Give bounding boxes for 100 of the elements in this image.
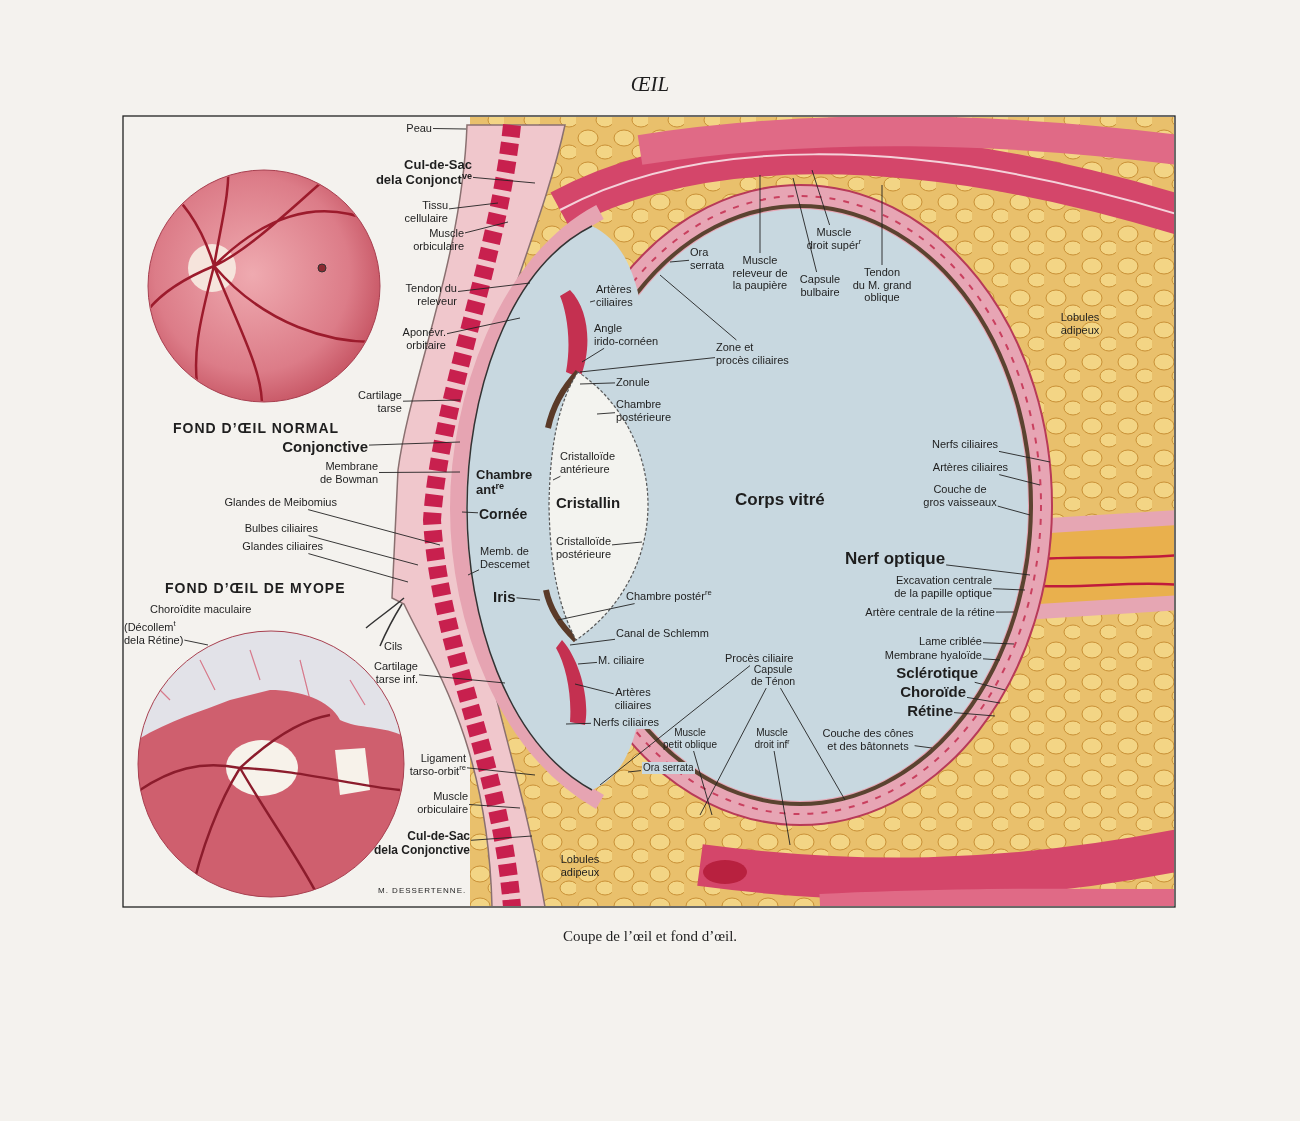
anatomy-label: Memb. de Descemet xyxy=(480,545,530,571)
anatomy-label: Capsule bulbaire xyxy=(799,273,841,299)
anatomy-label: Nerfs ciliaires xyxy=(592,716,660,729)
anatomy-label: Couche des cônes et des bâtonnets xyxy=(822,727,914,753)
anatomy-label: Membrane de Bowman xyxy=(319,460,378,486)
leader-line xyxy=(307,553,409,583)
leader-line xyxy=(974,681,1006,691)
anatomy-label: Cils xyxy=(384,640,403,653)
anatomy-label: Artères ciliaires xyxy=(932,461,1008,474)
anatomy-label: Ora serrata xyxy=(642,762,695,774)
anatomy-label: M. ciliaire xyxy=(598,654,645,667)
leader-line xyxy=(699,687,767,816)
anatomy-label: Chambre postérieure xyxy=(616,398,672,424)
figure-subheading: Choroïdite maculaire xyxy=(150,603,252,616)
anatomy-label: Couche de gros vaisseaux xyxy=(923,483,997,509)
anatomy-label: Bulbes ciliaires xyxy=(244,522,318,535)
leader-line xyxy=(669,259,690,263)
leader-line xyxy=(565,722,592,725)
anatomy-label: (Décollem$^{t}$ dela Rétine) xyxy=(124,621,184,647)
leader-line xyxy=(308,535,419,566)
leader-line xyxy=(448,202,499,210)
leader-line xyxy=(307,509,441,546)
leader-line xyxy=(516,597,541,601)
anatomy-label: Ora serrata xyxy=(690,246,725,272)
leader-line xyxy=(659,274,737,341)
leader-line xyxy=(982,658,1001,661)
anatomy-label: Iris xyxy=(493,588,516,606)
leader-line xyxy=(792,177,818,273)
leader-line xyxy=(557,603,636,621)
leader-line xyxy=(183,639,209,646)
anatomy-label: Artères ciliaires xyxy=(596,283,633,309)
leader-line xyxy=(589,300,596,303)
region-label: Chambre ant$^{re}$ xyxy=(476,468,533,498)
leader-line xyxy=(579,382,616,385)
anatomy-label: Muscle droit inf$^{r}$ xyxy=(754,727,790,750)
anatomy-label: Muscle orbiculaire xyxy=(417,790,468,816)
leader-line xyxy=(552,475,561,481)
anatomy-label: Tendon du releveur xyxy=(405,282,457,308)
region-label: Corps vitré xyxy=(735,490,825,510)
leader-line xyxy=(461,511,479,514)
leader-line xyxy=(467,569,480,576)
leader-line xyxy=(881,184,883,266)
anatomy-label: Angle irido-cornéen xyxy=(594,322,659,348)
anatomy-label: Muscle orbiculaire xyxy=(413,227,464,253)
leader-line xyxy=(693,750,713,816)
anatomy-label: Procès ciliaire xyxy=(725,652,794,665)
leader-line xyxy=(574,683,615,695)
anatomy-label: Sclérotique xyxy=(896,664,978,682)
anatomy-label: Artères ciliaires xyxy=(614,686,652,712)
anatomy-label: Cristalloïde postérieure xyxy=(556,535,612,561)
anatomy-label: Cul-de-Sac dela Conjonctive xyxy=(373,830,470,858)
leader-line xyxy=(945,564,1031,576)
leader-line xyxy=(982,642,1015,645)
anatomy-label: Muscle releveur de la paupière xyxy=(732,254,788,292)
leader-line xyxy=(457,282,531,292)
anatomy-label: Cartilage tarse xyxy=(357,389,402,415)
anatomy-label: Cartilage tarse inf. xyxy=(373,660,418,686)
anatomy-label: Tissu cellulaire xyxy=(404,199,448,225)
leader-line xyxy=(569,638,616,646)
leader-line xyxy=(472,176,536,184)
region-label: Lobules adipeux xyxy=(1060,311,1100,337)
figure-heading: FOND D’ŒIL DE MYOPE xyxy=(165,580,346,597)
anatomy-label: Glandes de Meibomius xyxy=(224,496,337,509)
leader-line xyxy=(997,505,1031,516)
leader-line xyxy=(466,767,536,776)
anatomy-label: Zonule xyxy=(616,376,650,389)
anatomy-label: Cristalloïde antérieure xyxy=(560,450,616,476)
anatomy-label: Nerf optique xyxy=(845,549,946,569)
leader-line xyxy=(759,174,761,254)
leader-line xyxy=(966,696,1001,704)
leader-line xyxy=(418,674,506,684)
leader-line xyxy=(470,835,533,841)
anatomy-label: Choroïde xyxy=(900,683,966,701)
leader-line xyxy=(611,541,643,546)
figure-heading: FOND D’ŒIL NORMAL xyxy=(173,420,340,437)
leader-line xyxy=(368,441,461,446)
page-title: ŒIL xyxy=(630,72,670,97)
anatomy-label: Excavation centrale de la papille optique xyxy=(894,574,992,600)
anatomy-label: Lame criblée xyxy=(919,635,982,648)
leader-line xyxy=(596,412,616,415)
leader-line xyxy=(577,661,598,665)
leader-line xyxy=(773,750,791,846)
anatomy-label: Rétine xyxy=(907,702,953,720)
anatomy-label: Zone et procès ciliaires xyxy=(716,341,789,367)
leader-line xyxy=(402,399,461,402)
leader-line xyxy=(468,804,521,809)
anatomy-label: Chambre postér$^{re}$ xyxy=(626,590,712,603)
figure-caption: Coupe de l’œil et fond d’œil. xyxy=(562,928,738,945)
leader-line xyxy=(953,712,996,717)
leader-line xyxy=(627,770,642,773)
anatomy-label: Cul-de-Sac dela Conjonct$^{ve}$ xyxy=(375,158,472,188)
leader-line xyxy=(780,687,846,801)
anatomy-label: Nerfs ciliaires xyxy=(932,438,998,451)
leader-line xyxy=(599,665,751,786)
anatomy-label: Artère centrale de la rétine xyxy=(865,606,995,619)
leader-line xyxy=(432,128,467,130)
anatomy-label: Tendon du M. grand oblique xyxy=(852,266,912,304)
artist-signature: M. DESSERTENNE. xyxy=(378,886,467,896)
anatomy-label: Muscle droit supér$^{r}$ xyxy=(806,226,862,252)
anatomy-label: Glandes ciliaires xyxy=(242,540,323,553)
